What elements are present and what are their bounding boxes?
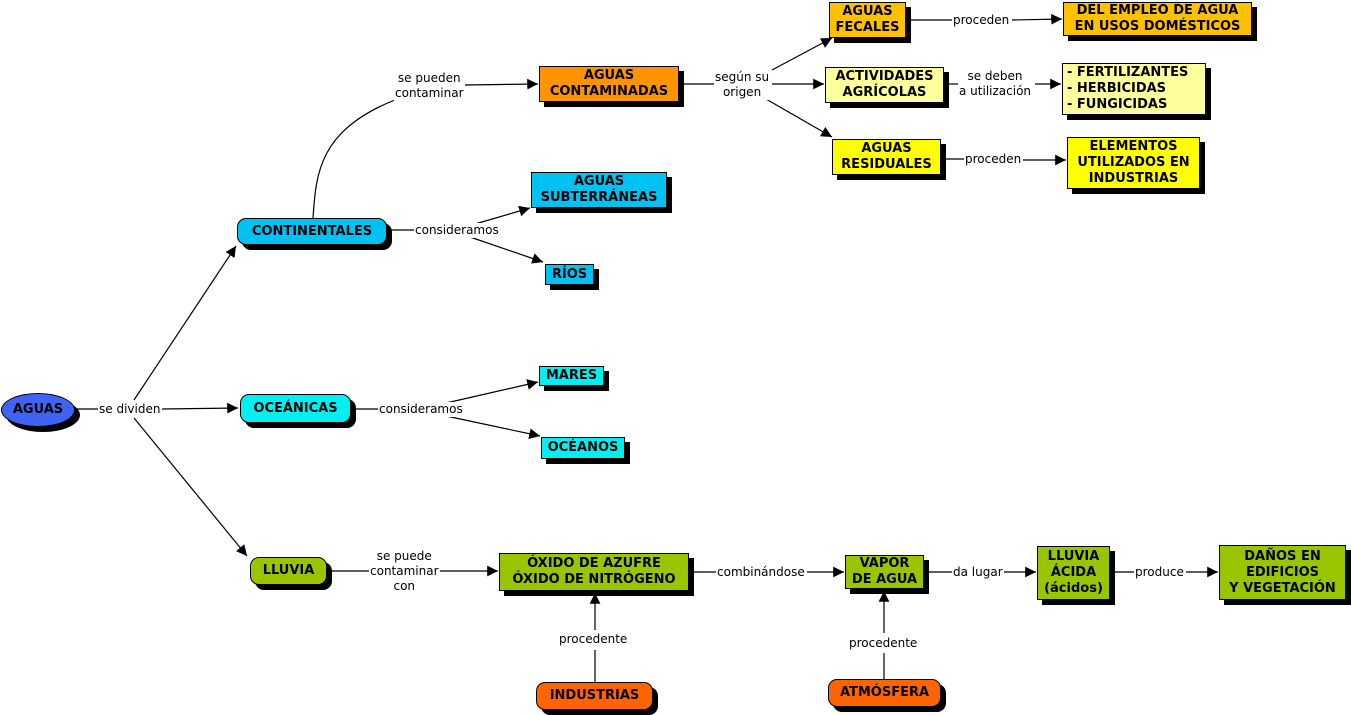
- node-aguas[interactable]: AGUAS: [1, 393, 75, 427]
- label-se-dividen: se dividen: [98, 402, 162, 417]
- node-aguas-residuales[interactable]: AGUAS RESIDUALES: [832, 139, 941, 175]
- node-vapor-agua[interactable]: VAPOR DE AGUA: [845, 555, 924, 589]
- line-consideramos-mares: [445, 379, 539, 404]
- node-oceanos[interactable]: OCÉANOS: [541, 437, 625, 459]
- line-sedividen-continentales: [133, 245, 237, 401]
- label-proceden-fecales: proceden: [952, 13, 1011, 28]
- node-oceanicas[interactable]: OCEÁNICAS: [240, 394, 351, 423]
- label-procedente-industrias: procedente: [558, 632, 629, 647]
- label-combinandose: combinándose: [716, 565, 806, 580]
- line-segun-residuales: [765, 98, 833, 138]
- line-proceden-domestico: [1011, 13, 1063, 25]
- line-consideramos-rios: [469, 236, 544, 264]
- node-lluvia[interactable]: LLUVIA: [250, 557, 327, 585]
- line-sedividen-lluvia: [133, 417, 248, 557]
- line-consideramos-subterraneas: [474, 205, 531, 225]
- label-se-pueden-contaminar: se pueden contaminar: [394, 71, 465, 101]
- node-rios[interactable]: RÍOS: [545, 264, 594, 285]
- node-mares[interactable]: MARES: [539, 366, 604, 386]
- label-consideramos-oceanicas: consideramos: [378, 402, 464, 417]
- line-sepueden-contaminadas: [463, 78, 539, 90]
- label-consideramos-continentales: consideramos: [414, 223, 500, 238]
- node-agroquimicos[interactable]: - FERTILIZANTES - HERBICIDAS - FUNGICIDA…: [1062, 63, 1206, 115]
- label-da-lugar: da lugar: [952, 565, 1004, 580]
- label-procedente-atmosfera: procedente: [848, 636, 919, 651]
- node-aguas-fecales[interactable]: AGUAS FECALES: [829, 2, 906, 38]
- node-danos[interactable]: DAÑOS EN EDIFICIOS Y VEGETACIÓN: [1219, 545, 1346, 600]
- label-se-deben: se deben a utilización: [958, 69, 1033, 99]
- line-sedividen-oceanicas: [161, 402, 239, 414]
- node-elementos-industrias[interactable]: ELEMENTOS UTILIZADOS EN INDUSTRIAS: [1067, 137, 1200, 189]
- label-proceden-residuales: proceden: [964, 152, 1023, 167]
- node-oxidos[interactable]: ÓXIDO DE AZUFRE ÓXIDO DE NITRÓGENO: [499, 553, 689, 591]
- label-se-puede-contaminar-con: se puede contaminar con: [369, 549, 440, 594]
- node-continentales[interactable]: CONTINENTALES: [237, 218, 387, 245]
- node-uso-domestico[interactable]: DEL EMPLEO DE AGUA EN USOS DOMÉSTICOS: [1063, 2, 1252, 36]
- label-segun-su-origen: según su origen: [714, 70, 771, 100]
- line-consideramos-oceanos: [445, 415, 541, 440]
- node-industrias[interactable]: INDUSTRIAS: [536, 682, 653, 710]
- node-lluvia-acida[interactable]: LLUVIA ÁCIDA (ácidos): [1037, 546, 1110, 600]
- node-atmosfera[interactable]: ATMÓSFERA: [828, 679, 941, 707]
- line-segun-fecales: [771, 37, 833, 71]
- line-continentales-sepueden: [312, 99, 396, 219]
- label-produce: produce: [1134, 565, 1185, 580]
- node-aguas-contaminadas[interactable]: AGUAS CONTAMINADAS: [539, 66, 679, 102]
- node-aguas-subterraneas[interactable]: AGUAS SUBTERRÁNEAS: [531, 172, 667, 208]
- node-actividades-agricolas[interactable]: ACTIVIDADES AGRÍCOLAS: [825, 67, 944, 103]
